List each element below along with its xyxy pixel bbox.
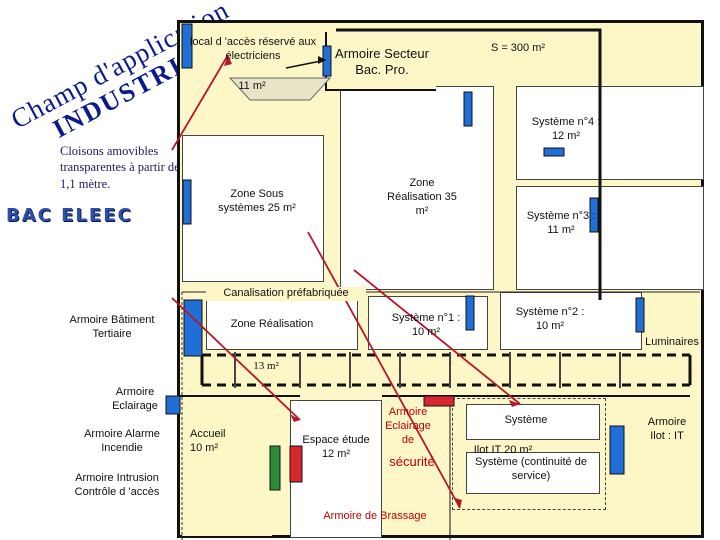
systeme1-label: Système n°1 : 10 m²	[391, 312, 461, 338]
armoire-eclairage-secu-label: Armoire Eclairage de	[385, 406, 431, 446]
cabinet-sous-systemes-blue	[182, 179, 192, 225]
armoire-secteur-label: Armoire Secteur Bac. Pro.	[335, 46, 429, 78]
systeme3-label: Système n°3 : 11 m²	[526, 210, 596, 236]
cabinet-ilot-blue	[609, 425, 625, 475]
armoire-ilot-label: Armoire Ilot : IT	[647, 416, 687, 442]
surface-label: S = 300 m²	[490, 42, 546, 54]
cabinet-realisation35-blue	[463, 91, 473, 127]
cabinet-sys4-blue	[543, 147, 565, 157]
systeme4-label: Système n°4 : 12 m²	[531, 116, 601, 142]
systeme4-room	[516, 86, 704, 180]
armoire-secteur-box	[326, 40, 436, 90]
securite-label: sécurité	[389, 454, 435, 469]
cabinet-accueil-red	[289, 445, 303, 483]
cabinet-eclairage-blue	[165, 395, 181, 415]
systeme-continuite-room	[466, 452, 600, 494]
cabinet-securite-red	[423, 395, 455, 407]
canalisation-label: Canalisation préfabriquée	[206, 287, 366, 301]
systeme-top-label: Système	[504, 414, 548, 426]
systeme2-label: Système n°2 : 10 m²	[515, 306, 585, 332]
cabinet-sys2-blue	[635, 297, 645, 333]
cabinet-local-blue	[181, 23, 193, 69]
zone-sous-systemes-label: Zone Sous systèmes 25 m²	[218, 188, 296, 214]
ilot-it-label: Ilot IT 20 m²	[473, 444, 533, 456]
cabinet-sys3-blue	[589, 197, 599, 233]
armoire-incendie-label: Armoire Alarme Incendie	[84, 428, 160, 454]
local-area-label: 11 m²	[238, 80, 266, 92]
zone-realisation-label: Zone Réalisation	[230, 318, 314, 330]
armoire-batiment-label: Armoire Bâtiment Tertiaire	[69, 314, 155, 340]
local-acces-room	[182, 24, 316, 86]
cabinet-tertiaire-blue	[183, 299, 203, 357]
cabinet-accueil-green	[269, 445, 281, 491]
espace-etude-room	[290, 400, 382, 538]
zone-realisation-35-label: Zone Réalisation 35 m²	[387, 177, 457, 217]
accueil-label: Accueil 10 m²	[190, 428, 226, 454]
systeme3-room	[516, 186, 704, 290]
systeme-top-room	[466, 404, 600, 440]
cabinet-sys1-blue	[465, 295, 475, 331]
espace-etude-label: Espace étude 12 m²	[302, 434, 370, 460]
luminaires-label: Luminaires	[645, 336, 699, 348]
area-13-label: 13 m²	[253, 360, 279, 372]
accueil-room	[182, 418, 272, 536]
armoire-intrusion-label: Armoire Intrusion Contrôle d 'accès	[74, 472, 160, 498]
armoire-brassage-label: Armoire de Brassage	[323, 510, 427, 522]
local-acces-label: local d 'accès réservé aux électriciens	[189, 36, 317, 62]
bac-eleec-title: BAC ELEEC	[6, 205, 133, 226]
systeme-continuite-label: Système (continuité de service)	[475, 456, 587, 482]
systeme2-room	[500, 292, 642, 350]
cloisons-note: Cloisons amovibles transparentes à parti…	[60, 144, 180, 191]
armoire-eclairage-label: Armoire Eclairage	[112, 386, 158, 412]
zone-sous-systemes-room	[182, 135, 324, 282]
